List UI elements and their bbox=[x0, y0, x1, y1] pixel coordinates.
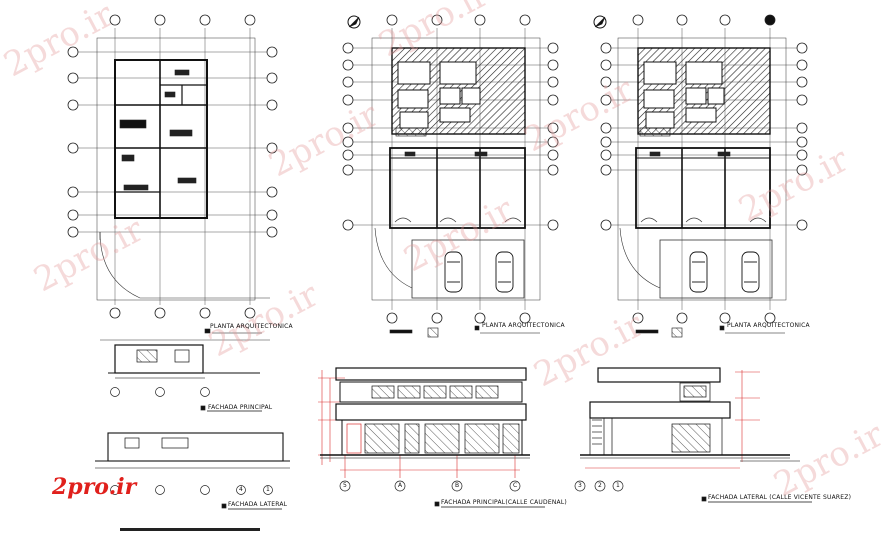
small-elevation-title-1: FACHADA PRINCIPAL bbox=[208, 404, 273, 411]
small-elevation-lateral bbox=[95, 432, 290, 510]
main-facade-axis-bubbles bbox=[339, 480, 521, 492]
axis-label: 1 bbox=[266, 486, 271, 493]
plan-left-axis-bubbles bbox=[67, 14, 278, 319]
axis-label: A bbox=[398, 482, 403, 489]
plan-left-grid bbox=[75, 28, 272, 305]
axis-label: 3 bbox=[578, 482, 583, 489]
lateral-facade-dimensions bbox=[585, 370, 760, 469]
car-symbol-middle-2 bbox=[495, 251, 514, 293]
axis-label: 1 bbox=[616, 482, 621, 489]
small-elevation-principal bbox=[100, 339, 270, 412]
plan-title-middle: PLANTA ARQUITECTONICA bbox=[482, 322, 565, 329]
plan-left bbox=[67, 14, 278, 334]
axis-label: C bbox=[513, 482, 518, 489]
plan-title-left: PLANTA ARQUITECTONICA bbox=[210, 323, 293, 330]
brand-logo: 2pro.ir bbox=[52, 474, 137, 500]
lateral-facade-title: FACHADA LATERAL (CALLE VICENTE SUAREZ) bbox=[708, 494, 852, 501]
plan-middle bbox=[342, 14, 559, 338]
car-symbol-right-1 bbox=[689, 251, 708, 293]
axis-label: B bbox=[455, 482, 460, 489]
axis-label: 2 bbox=[598, 482, 603, 489]
main-facade bbox=[318, 367, 545, 508]
plan-right-axis-bubbles bbox=[600, 14, 808, 324]
lateral-facade-axis-bubbles bbox=[574, 480, 624, 492]
car-symbol-right-2 bbox=[741, 251, 760, 293]
main-facade-title: FACHADA PRINCIPAL(CALLE CAUDENAL) bbox=[441, 499, 567, 506]
small-elevation-title-2: FACHADA LATERAL bbox=[228, 501, 288, 508]
car-symbol-middle-1 bbox=[444, 251, 463, 293]
plan-title-right: PLANTA ARQUITECTONICA bbox=[727, 322, 810, 329]
axis-label: 5 bbox=[343, 482, 348, 489]
axis-label: 4 bbox=[239, 486, 244, 493]
plan-middle-axis-bubbles bbox=[342, 14, 559, 324]
plan-right bbox=[593, 14, 808, 338]
lateral-facade bbox=[574, 367, 812, 503]
bottom-rule bbox=[120, 528, 260, 531]
north-arrow-right bbox=[593, 15, 607, 29]
north-arrow-middle bbox=[347, 15, 361, 29]
